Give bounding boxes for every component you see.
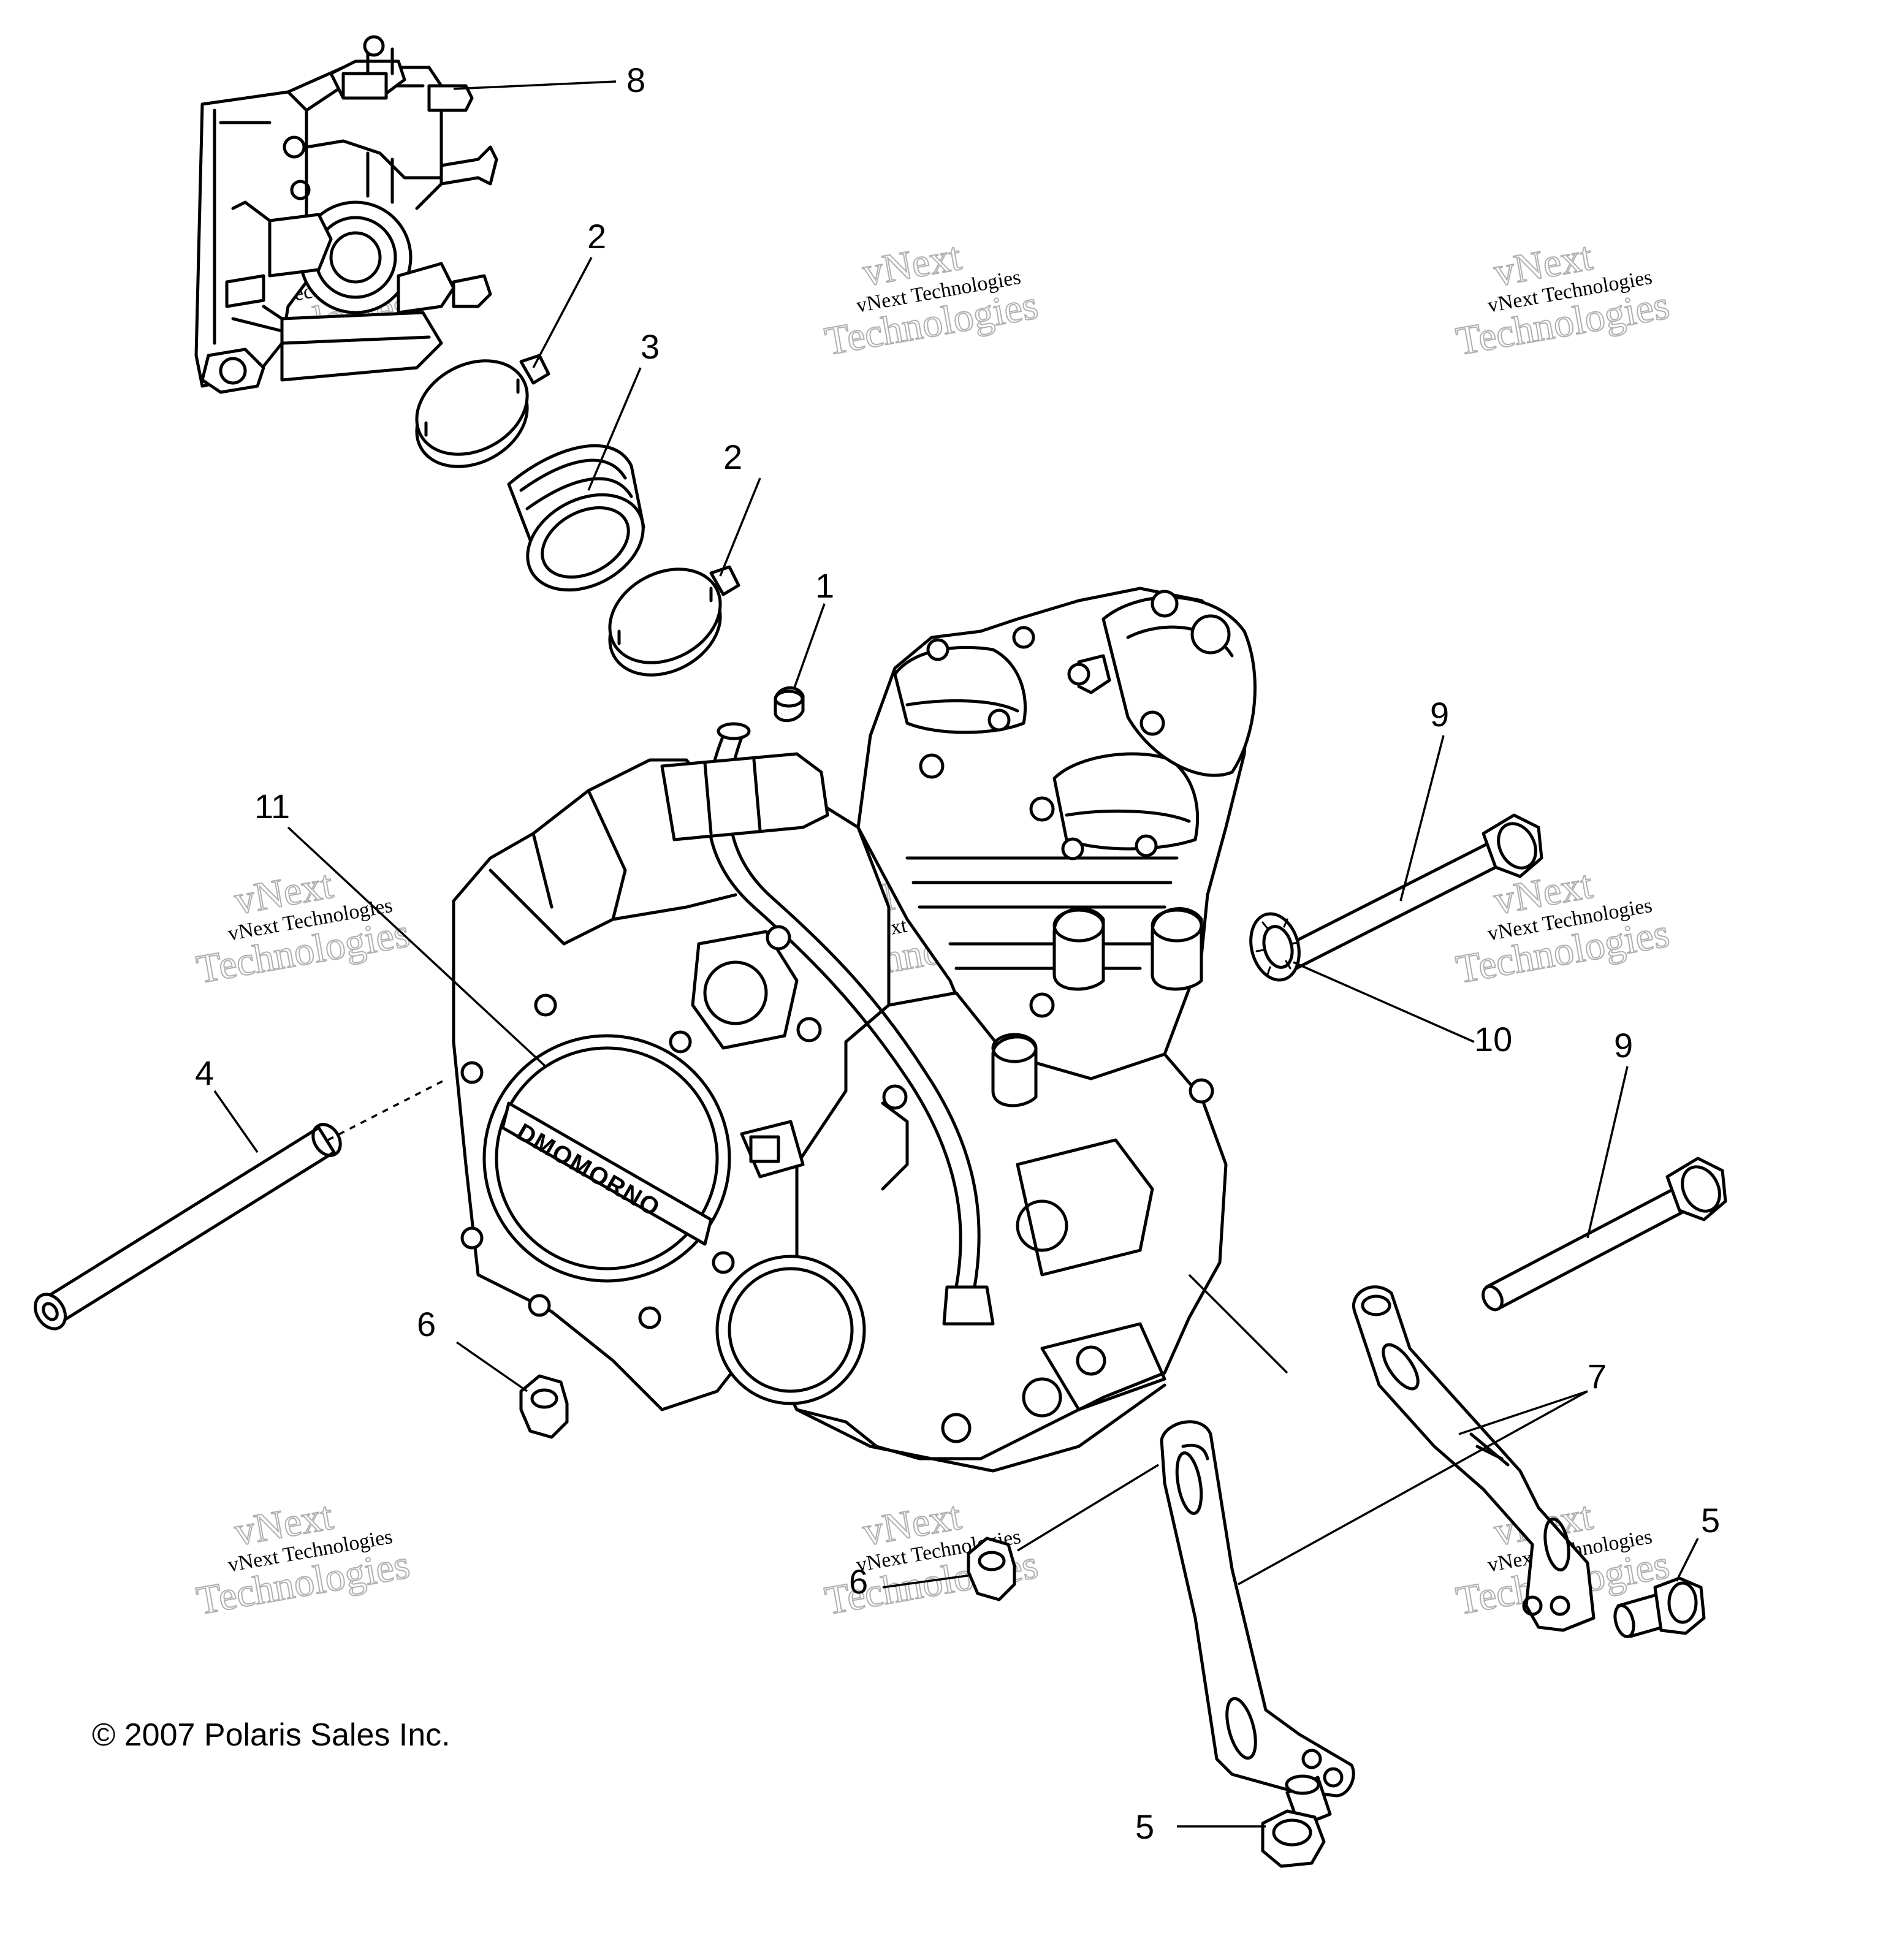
callout-2-lower: 2 xyxy=(723,438,742,476)
mounting-bolt-part-9-lower xyxy=(1482,1157,1727,1312)
engine-assembly-part-11: DMOMORNO xyxy=(452,587,1257,1473)
callout-1: 1 xyxy=(815,566,834,605)
callout-3: 3 xyxy=(641,327,660,366)
hex-nut-part-6-right xyxy=(967,1536,1016,1601)
watermark-top-right: vNext vNext Technologies Technologies xyxy=(1452,234,1673,365)
callout-9-lower: 9 xyxy=(1614,1026,1633,1065)
callout-5-right: 5 xyxy=(1701,1501,1720,1540)
spacer-tube-part-4 xyxy=(33,1123,342,1331)
watermark-bottom-left: vNext vNext Technologies Technologies xyxy=(192,1493,413,1624)
bracket-bolt-part-5-lower xyxy=(1261,1774,1332,1868)
intake-boot-part-3 xyxy=(507,444,645,592)
watermark-top-center: vNext vNext Technologies Technologies xyxy=(821,234,1041,365)
lock-washer-part-10 xyxy=(1249,912,1301,982)
copyright-notice: © 2007 Polaris Sales Inc. xyxy=(92,1717,451,1753)
engine-bracket-part-7-left xyxy=(1160,1420,1355,1798)
callout-6-left: 6 xyxy=(417,1305,436,1343)
callout-8: 8 xyxy=(626,61,645,99)
watermark-mid-left: vNext vNext Technologies Technologies xyxy=(192,862,413,993)
throttle-body-part-8 xyxy=(194,35,498,394)
callout-10: 10 xyxy=(1474,1020,1512,1058)
cap-part-1 xyxy=(774,686,805,723)
engine-bracket-part-7-right xyxy=(1352,1285,1596,1632)
hose-clamp-part-2-upper xyxy=(415,354,550,468)
callout-11: 11 xyxy=(254,787,290,826)
callout-5-lower: 5 xyxy=(1135,1807,1154,1846)
callout-7: 7 xyxy=(1588,1357,1607,1396)
callout-9-upper: 9 xyxy=(1430,695,1449,734)
bracket-bolt-part-5-right xyxy=(1613,1576,1706,1638)
hex-nut-part-6-left xyxy=(519,1374,569,1439)
callout-6-right: 6 xyxy=(849,1562,868,1601)
leader-lines xyxy=(213,80,1699,1828)
callout-4: 4 xyxy=(195,1054,214,1092)
callout-2-upper: 2 xyxy=(587,217,606,256)
